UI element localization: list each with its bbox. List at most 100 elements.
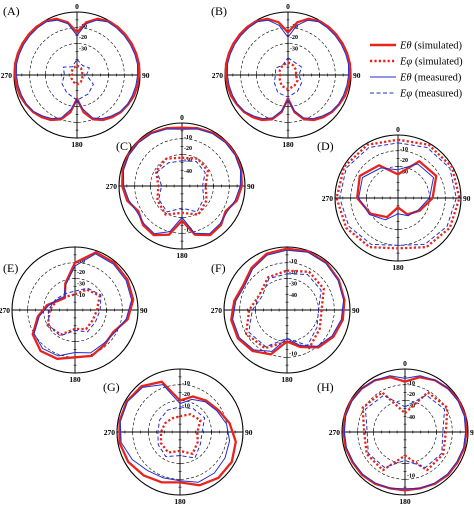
series-measured-etheta xyxy=(122,128,242,235)
angle-label-90: 90 xyxy=(245,428,253,437)
radial-tick-label: -20 xyxy=(290,35,298,41)
series-simulated-etheta xyxy=(355,160,438,219)
radial-tick-label: -30 xyxy=(77,281,85,287)
radial-tick-label: -10 xyxy=(184,135,192,141)
radial-tick-label: -20 xyxy=(407,392,415,398)
angle-label-270: 270 xyxy=(329,428,341,437)
panel-label: (E) xyxy=(3,261,18,275)
series-measured-ephi xyxy=(157,406,206,459)
legend-label-etheta_sim: Eθ (simulated) xyxy=(399,41,463,52)
angle-label-0: 0 xyxy=(180,113,184,122)
series-simulated-etheta xyxy=(13,17,141,122)
polar-panel-c: -10 -20 -30 -40 -10 0 90 180 270 (C) xyxy=(106,113,255,260)
series-measured-etheta xyxy=(119,384,231,483)
series-measured-ephi xyxy=(156,160,206,213)
angle-label-90: 90 xyxy=(463,194,471,203)
series-simulated-ephi xyxy=(46,288,101,336)
series-simulated-ephi xyxy=(361,391,449,472)
radial-tick-label: -10 xyxy=(407,473,415,479)
radial-tick-label: -20 xyxy=(289,270,297,276)
series-simulated-etheta xyxy=(118,380,237,487)
radial-tick-label: -30 xyxy=(290,46,298,52)
radial-tick-label: -30 xyxy=(289,281,297,287)
angle-label-180: 180 xyxy=(174,497,186,506)
angle-label-180: 180 xyxy=(281,375,293,384)
radial-tick-label: -10 xyxy=(182,403,190,409)
series-simulated-ephi xyxy=(70,64,84,86)
radial-tick-label: -30 xyxy=(400,169,408,175)
series-measured-ephi xyxy=(61,58,94,101)
series-simulated-etheta xyxy=(230,247,346,356)
series-measured-ephi xyxy=(248,273,322,348)
radial-tick-label: -20 xyxy=(400,158,408,164)
series-measured-etheta xyxy=(15,19,139,120)
angle-label-180: 180 xyxy=(282,140,294,149)
radial-tick-label: -20 xyxy=(77,270,85,276)
series-simulated-etheta xyxy=(224,17,352,122)
angle-label-90: 90 xyxy=(470,428,474,437)
angle-label-270: 270 xyxy=(106,182,118,191)
series-measured-ephi xyxy=(273,57,303,98)
angle-label-90: 90 xyxy=(142,71,150,80)
angle-label-270: 270 xyxy=(211,306,223,315)
panel-label: (G) xyxy=(103,380,120,394)
angle-label-270: 270 xyxy=(212,71,224,80)
angle-label-90: 90 xyxy=(140,306,148,315)
angle-label-270: 270 xyxy=(0,306,10,315)
series-measured-ephi xyxy=(339,142,457,246)
angle-label-180: 180 xyxy=(392,263,404,272)
series-measured-ephi xyxy=(47,287,102,337)
series-simulated-etheta xyxy=(121,126,243,237)
radial-tick-label: -10 xyxy=(184,227,192,233)
radial-tick-label: -20 xyxy=(184,146,192,152)
angle-label-90: 90 xyxy=(247,182,255,191)
radial-tick-label: -40 xyxy=(289,293,297,299)
series-measured-etheta xyxy=(343,375,467,490)
angle-label-0: 0 xyxy=(396,125,400,134)
angle-label-0: 0 xyxy=(75,2,79,11)
angle-label-180: 180 xyxy=(71,140,83,149)
panel-label: (C) xyxy=(116,139,132,153)
angle-label-90: 90 xyxy=(352,306,360,315)
radial-tick-label: -10 xyxy=(407,381,415,387)
polar-panel-d: -10 -20 -30 0 90 180 270 (D) xyxy=(317,125,471,272)
series-simulated-etheta xyxy=(342,376,468,492)
series-simulated-etheta xyxy=(31,251,135,360)
series-measured-etheta xyxy=(358,163,434,221)
angle-label-270: 270 xyxy=(322,194,334,203)
radial-tick-label: -20 xyxy=(79,35,87,41)
legend-label-ephi_meas: Eφ (measured) xyxy=(399,89,463,100)
radial-tick-label: -30 xyxy=(184,157,192,163)
legend-label-ephi_sim: Eφ (simulated) xyxy=(399,57,463,68)
series-simulated-ephi xyxy=(244,269,325,350)
radial-tick-label: -10 xyxy=(289,259,297,265)
series-simulated-ephi xyxy=(159,413,202,455)
radial-tick-label: -10 xyxy=(400,147,408,153)
radial-tick-label: -40 xyxy=(184,169,192,175)
angle-label-180: 180 xyxy=(69,375,81,384)
angle-label-180: 180 xyxy=(176,251,188,260)
series-simulated-ephi xyxy=(278,61,299,91)
panel-label: (F) xyxy=(211,261,226,275)
legend: Eθ (simulated)Eφ (simulated)Eθ (measured… xyxy=(370,41,463,100)
panel-label: (A) xyxy=(3,4,20,18)
radial-tick-label: -40 xyxy=(407,415,415,421)
series-measured-ephi xyxy=(364,394,446,468)
panel-label: (D) xyxy=(317,139,334,153)
series-measured-etheta xyxy=(33,253,133,357)
series-simulated-ephi xyxy=(154,156,210,216)
radial-tick-label: -10 xyxy=(77,293,85,299)
angle-label-0: 0 xyxy=(403,359,407,368)
radial-tick-label: -30 xyxy=(79,46,87,52)
radial-tick-label: -20 xyxy=(182,392,190,398)
angle-label-0: 0 xyxy=(286,2,290,11)
angle-label-270: 270 xyxy=(1,71,13,80)
series-simulated-ephi xyxy=(335,138,461,250)
